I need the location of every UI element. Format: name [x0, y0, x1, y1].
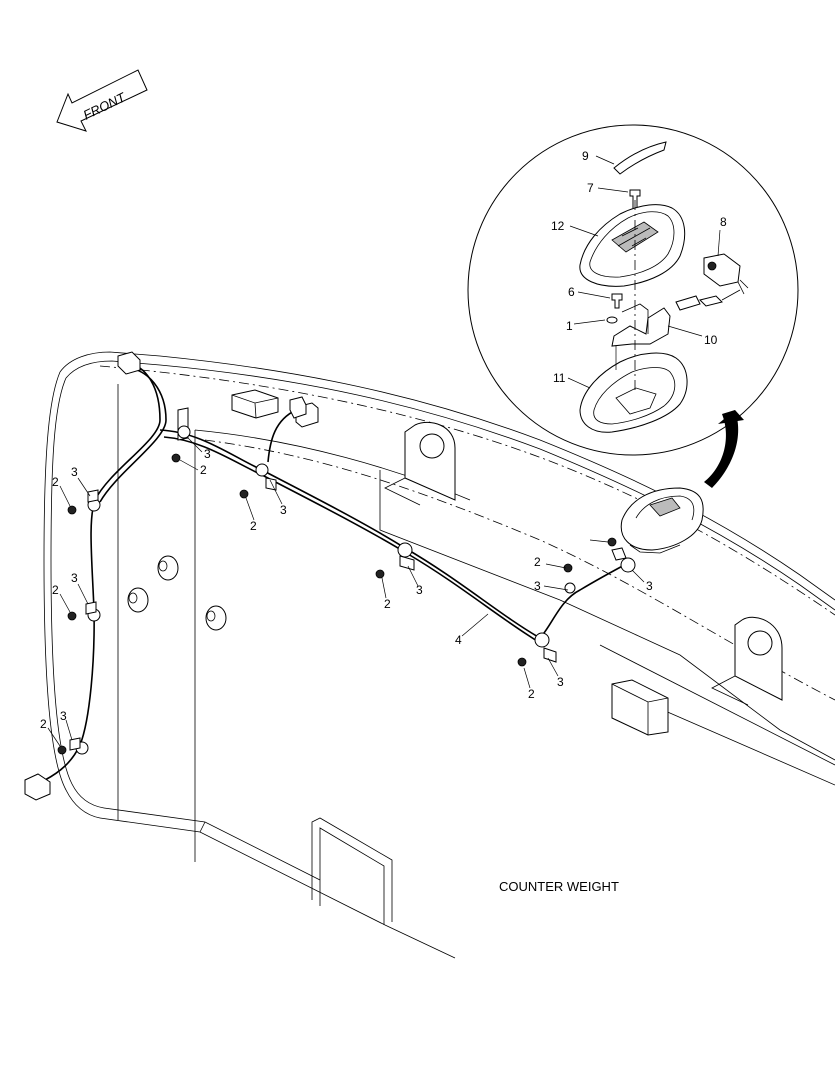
callout-8: 8: [720, 215, 727, 229]
detail-pointer-arrow: [704, 410, 744, 488]
callout-2: 2: [200, 463, 207, 477]
callout-3: 3: [71, 571, 78, 585]
lamp-bracket: [611, 307, 671, 347]
callout-6: 6: [568, 285, 575, 299]
work-lamp-installed: [620, 487, 704, 554]
lamp-switch: [703, 253, 741, 287]
callout-2: 2: [52, 475, 59, 489]
lamp-base: [579, 352, 688, 433]
front-arrow-label: FRONT: [81, 89, 129, 123]
lens-cover: [613, 141, 667, 175]
callout-3: 3: [204, 447, 211, 461]
lifting-lug-left: [384, 421, 456, 506]
callout-3: 3: [280, 503, 287, 517]
callout-3: 3: [71, 465, 78, 479]
callout-labels: 9 7 12 8 6 1 10 11 4 2 3 2 3 2 3 2 3 2 3…: [40, 149, 727, 731]
callout-3: 3: [60, 709, 67, 723]
callout-11: 11: [553, 371, 566, 385]
top-block-1: [231, 389, 279, 419]
callout-leaders: [47, 155, 721, 747]
callout-10: 10: [704, 333, 718, 347]
callout-4: 4: [455, 633, 462, 647]
callout-3: 3: [534, 579, 541, 593]
callout-3: 3: [416, 583, 423, 597]
callout-1: 1: [566, 319, 573, 333]
callout-3: 3: [646, 579, 653, 593]
diagram-caption: COUNTER WEIGHT: [499, 879, 619, 894]
right-block: [611, 679, 669, 736]
wire-harness: [24, 351, 631, 801]
detail-view: [467, 124, 799, 456]
front-arrow: FRONT: [56, 69, 148, 132]
bolts: [57, 453, 617, 755]
callout-2: 2: [40, 717, 47, 731]
harness-clamps: [69, 425, 636, 755]
callout-12: 12: [551, 219, 565, 233]
callout-7: 7: [587, 181, 594, 195]
callout-2: 2: [384, 597, 391, 611]
counterweight-body: [43, 351, 835, 959]
callout-2: 2: [52, 583, 59, 597]
callout-3: 3: [557, 675, 564, 689]
lifting-lug-right: [711, 616, 783, 706]
callout-2: 2: [534, 555, 541, 569]
callout-2: 2: [250, 519, 257, 533]
callout-9: 9: [582, 149, 589, 163]
side-bosses: [127, 555, 227, 631]
callout-2: 2: [528, 687, 535, 701]
